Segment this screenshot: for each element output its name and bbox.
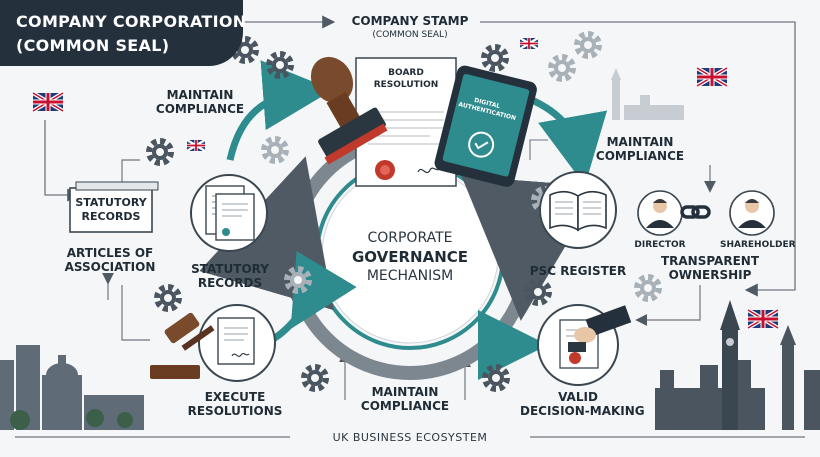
uk-flag-icon [33,93,63,111]
gear-icon [551,57,573,79]
transparent-label-2: OWNERSHIP [668,268,752,282]
uk-business-ecosystem-label: UK BUSINESS ECOSYSTEM [290,431,530,444]
hand-stamp-icon [568,305,632,364]
stamp-icon [310,56,388,165]
big-ben-icon [720,300,740,430]
gear-icon [485,367,507,389]
common-seal-label: (COMMON SEAL) [372,30,448,40]
uk-flag-icon [697,68,727,86]
board-resolution-label-1: BOARD [388,68,424,78]
big-ben-icon [611,68,684,120]
statutory-records-box [69,187,153,233]
shareholder-label: SHAREHOLDER [720,240,796,250]
gear-icon [577,34,599,56]
book-icon [549,190,607,232]
title-line-2: (COMMON SEAL) [16,36,170,55]
maintain-compliance-tl-1: MAINTAIN [166,88,234,102]
gear-icon [157,287,179,309]
board-resolution-label-2: RESOLUTION [373,80,439,90]
teal-arrow-top-left [226,60,333,161]
maintain-compliance-tl-2: COMPLIANCE [155,102,245,116]
uk-flag-icon [748,310,778,328]
gavel-icon [150,312,215,379]
maintain-compliance-r-2: COMPLIANCE [595,149,685,163]
uk-flag-icon [185,138,207,153]
articles-label-1: ARTICLES OF [66,246,154,260]
maintain-compliance-b-1: MAINTAIN [371,385,439,399]
statutory-records-label-1: STATUTORY [191,262,269,276]
statutory-box-label-1: STATUTORY [75,196,147,209]
maintain-compliance-b-2: COMPLIANCE [360,399,450,413]
title-banner: COMPANY CORPORATIОN (COMMON SEAL) [0,0,247,66]
maintain-compliance-r-1: MAINTAIN [606,135,674,149]
statutory-box-label-2: RECORDS [81,210,141,223]
director-label: DIRECTOR [634,240,686,250]
center-line-2: GOVERNANCE [351,248,469,266]
execute-label-2: RESOLUTIONS [187,404,283,418]
articles-label-2: ASSOCIATION [64,260,156,274]
right-skyline [655,325,820,430]
statutory-records-label-2: RECORDS [197,276,263,290]
center-line-3: MECHANISM [366,268,454,284]
gear-icon [484,47,506,69]
director-person-icon [637,190,683,236]
valid-decision-label-2: DECISION-MAKING [520,404,645,418]
right-frame-connector [480,21,796,297]
left-frame-connector [44,120,81,202]
center-line-1: CORPORATE [367,230,453,246]
transparent-label-1: TRANSPARENT [660,254,760,268]
gear-icon [304,367,326,389]
gear-icon [149,141,171,163]
chain-link-icon [680,205,711,219]
valid-decision-label-1: VALID [558,390,598,404]
uk-flag-icon [518,36,540,51]
psc-register-label: PSC REGISTER [529,264,627,278]
title-line-1: COMPANY CORPORATIОN [16,12,247,31]
company-stamp-label: COMPANY STAMP [351,14,469,28]
tablet-icon [434,65,537,187]
execute-label-1: EXECUTE [204,390,266,404]
gear-icon [269,54,291,76]
gear-icon [264,139,286,161]
shareholder-person-icon [729,190,775,236]
left-skyline [0,345,144,430]
